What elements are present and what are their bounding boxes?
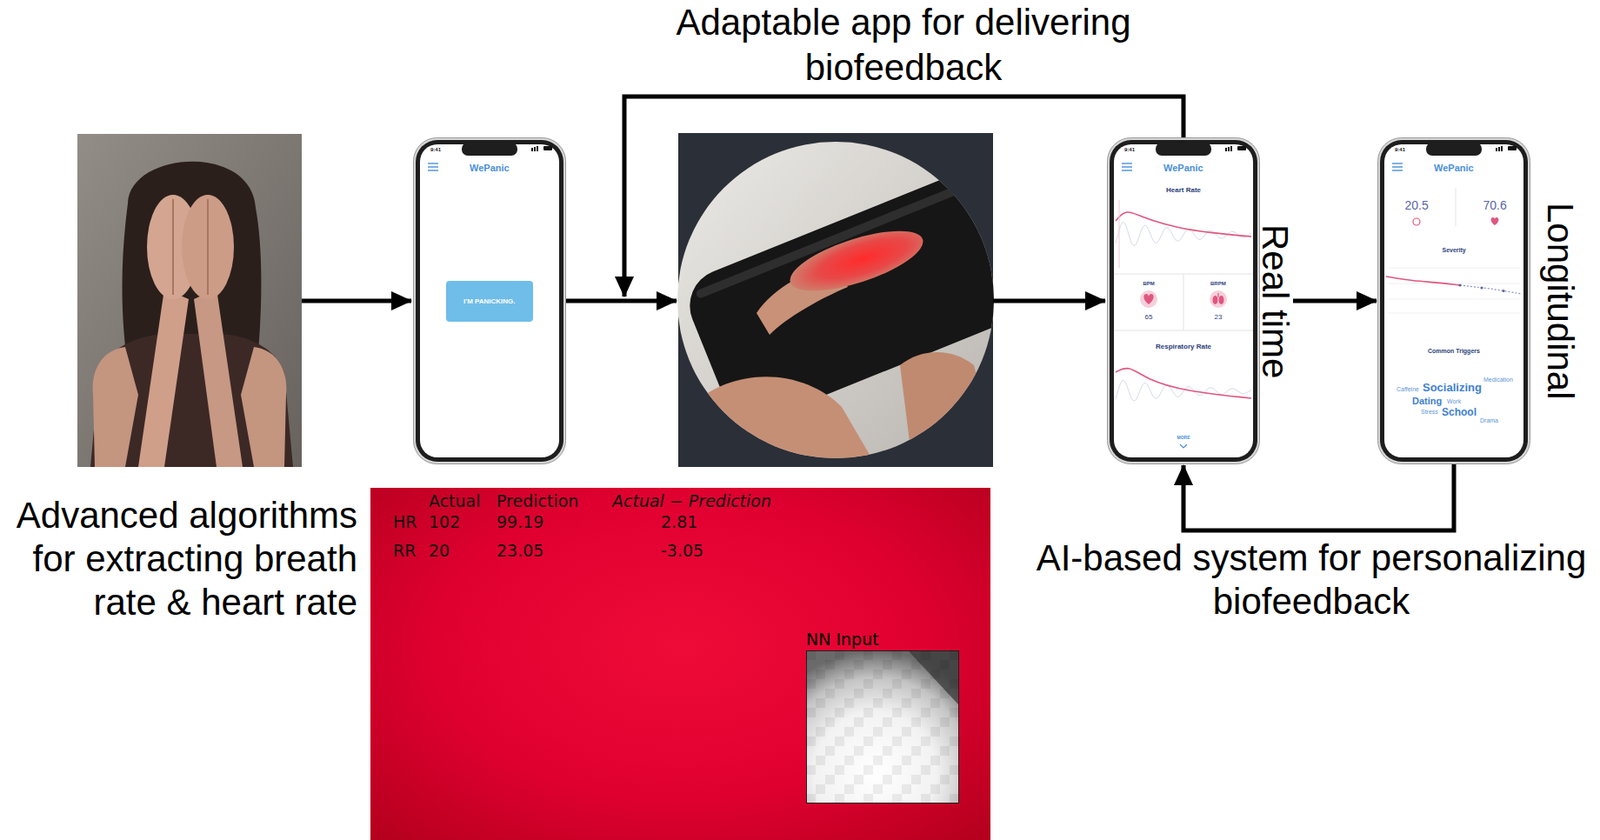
flow-arrow (993, 299, 1106, 304)
chevron (1180, 444, 1187, 448)
phone-notch (1155, 142, 1212, 156)
flow-arrow (301, 299, 412, 304)
phone-text: 23 (1214, 313, 1223, 321)
phone-text: Heart Rate (1166, 186, 1201, 194)
table-cell: -3.05 (660, 541, 704, 561)
table-cell: Prediction (496, 492, 579, 512)
phone-text: Longitudinal (1541, 202, 1579, 400)
heart-icon (1143, 293, 1154, 305)
resp-wave (1115, 380, 1252, 401)
table-cell: 20 (428, 541, 450, 561)
phone-screen: 9:41WePanicI'M PANICKING. (413, 137, 567, 465)
phone-text: Dating (1412, 395, 1442, 407)
nn-input-image (806, 650, 960, 804)
phone-screen: 9:41WePanicHeart RateBPM 65 BRPM 23Respirat… (1106, 137, 1294, 465)
button-text: I'M PANICKING. (463, 297, 516, 306)
phone-display (1113, 144, 1254, 458)
phone-text: 20.5 (1405, 198, 1429, 213)
menu-icon (1392, 163, 1403, 171)
phone-text: Common Triggers (1427, 347, 1480, 355)
edge-label: AI-based system for personalizing biofee… (1024, 536, 1599, 624)
severity-trend (1386, 276, 1460, 286)
phone-bezel (1380, 140, 1528, 462)
icon-circle (1140, 290, 1158, 308)
menu-icon (1121, 163, 1133, 171)
phone-notch (1426, 142, 1482, 156)
heart-trend (1115, 212, 1252, 237)
phone-text: 9:41 (430, 146, 441, 154)
phone-bezel (415, 140, 564, 462)
table-cell: RR (393, 541, 416, 561)
phone-text: School (1441, 406, 1477, 420)
feedback-loop-arrow (624, 96, 1184, 297)
icon-circle (1209, 290, 1227, 308)
clock-icon (1413, 218, 1420, 226)
dark-corner (908, 651, 959, 705)
flow-arrow (566, 299, 677, 304)
table-cell: 23.05 (496, 541, 544, 561)
severity-forecast (1460, 285, 1522, 294)
phone-text: Respiratory Rate (1155, 342, 1212, 351)
phone-text: 9:41 (1124, 146, 1135, 154)
phone-text: Medication (1483, 376, 1514, 384)
phone-screen: 9:41WePanic 20.5 70.6SeverityCommon Trigge… (1377, 137, 1579, 465)
resp-trend (1115, 368, 1252, 399)
phone-text: Work (1446, 398, 1461, 406)
phone-text: MORE (1177, 435, 1191, 441)
phone-text: WePanic (1433, 162, 1474, 174)
phone-text: WePanic (1163, 162, 1204, 174)
algorithm-caption: Advanced algorithms for extracting breat… (5, 493, 358, 625)
loop-caption: Adaptable app for delivering biofeedback (660, 0, 1147, 91)
phone-rim (1107, 138, 1260, 465)
nn-input-box: NN Input (806, 630, 960, 804)
grayscale-patch (806, 651, 960, 804)
flow-arrow (1293, 299, 1377, 304)
data-dots (1458, 283, 1505, 293)
phone-bezel (1109, 140, 1258, 462)
phone-text: Drama (1480, 417, 1499, 425)
status-icons (1225, 146, 1247, 152)
pixel-grid (806, 650, 960, 804)
table-cell: 102 (428, 513, 460, 533)
phone-display (420, 144, 560, 458)
phone-text: Caffeine (1396, 386, 1420, 394)
phone-text: WePanic (469, 162, 510, 174)
heart-icon (1491, 217, 1500, 226)
phone-text: BPM (1143, 280, 1155, 287)
table-cell: 99.19 (496, 513, 544, 533)
separators (1113, 273, 1254, 331)
flow-arrow (1183, 464, 1454, 531)
prediction-panel: Actual Prediction Actual − PredictionHR 102… (370, 487, 991, 840)
phone-text: 65 (1145, 313, 1154, 321)
phone-text: 70.6 (1483, 198, 1507, 213)
phone-text: Stress (1420, 408, 1439, 416)
table-cell: 2.81 (660, 513, 698, 533)
phone-rim (1378, 138, 1531, 465)
table-cell: HR (393, 513, 418, 533)
chart-axis (1119, 200, 1120, 268)
distressed-woman-photo (77, 133, 302, 467)
status-icons (531, 146, 553, 152)
lung-icon (1213, 293, 1225, 305)
box-heading: NN Input (806, 630, 880, 650)
phone-text: 9:41 (1394, 146, 1406, 154)
phone-display (1384, 144, 1524, 458)
phone-text: Real time (1256, 224, 1294, 379)
phone-text: Severity (1442, 246, 1467, 254)
table-cell: Actual − Prediction (612, 492, 772, 512)
chart-grid (1387, 267, 1520, 314)
table-cell: Actual (428, 492, 481, 512)
phone-rim (413, 138, 567, 465)
phone-text: BRPM (1210, 280, 1227, 287)
finger-camera-photo (677, 133, 1044, 470)
panic-button: I'M PANICKING. (446, 280, 534, 322)
divider (1455, 187, 1457, 227)
phone-text: Socializing (1422, 381, 1482, 395)
phone-notch (461, 142, 518, 156)
menu-icon (427, 163, 439, 171)
status-icons (1495, 146, 1517, 152)
heart-wave (1115, 222, 1252, 247)
